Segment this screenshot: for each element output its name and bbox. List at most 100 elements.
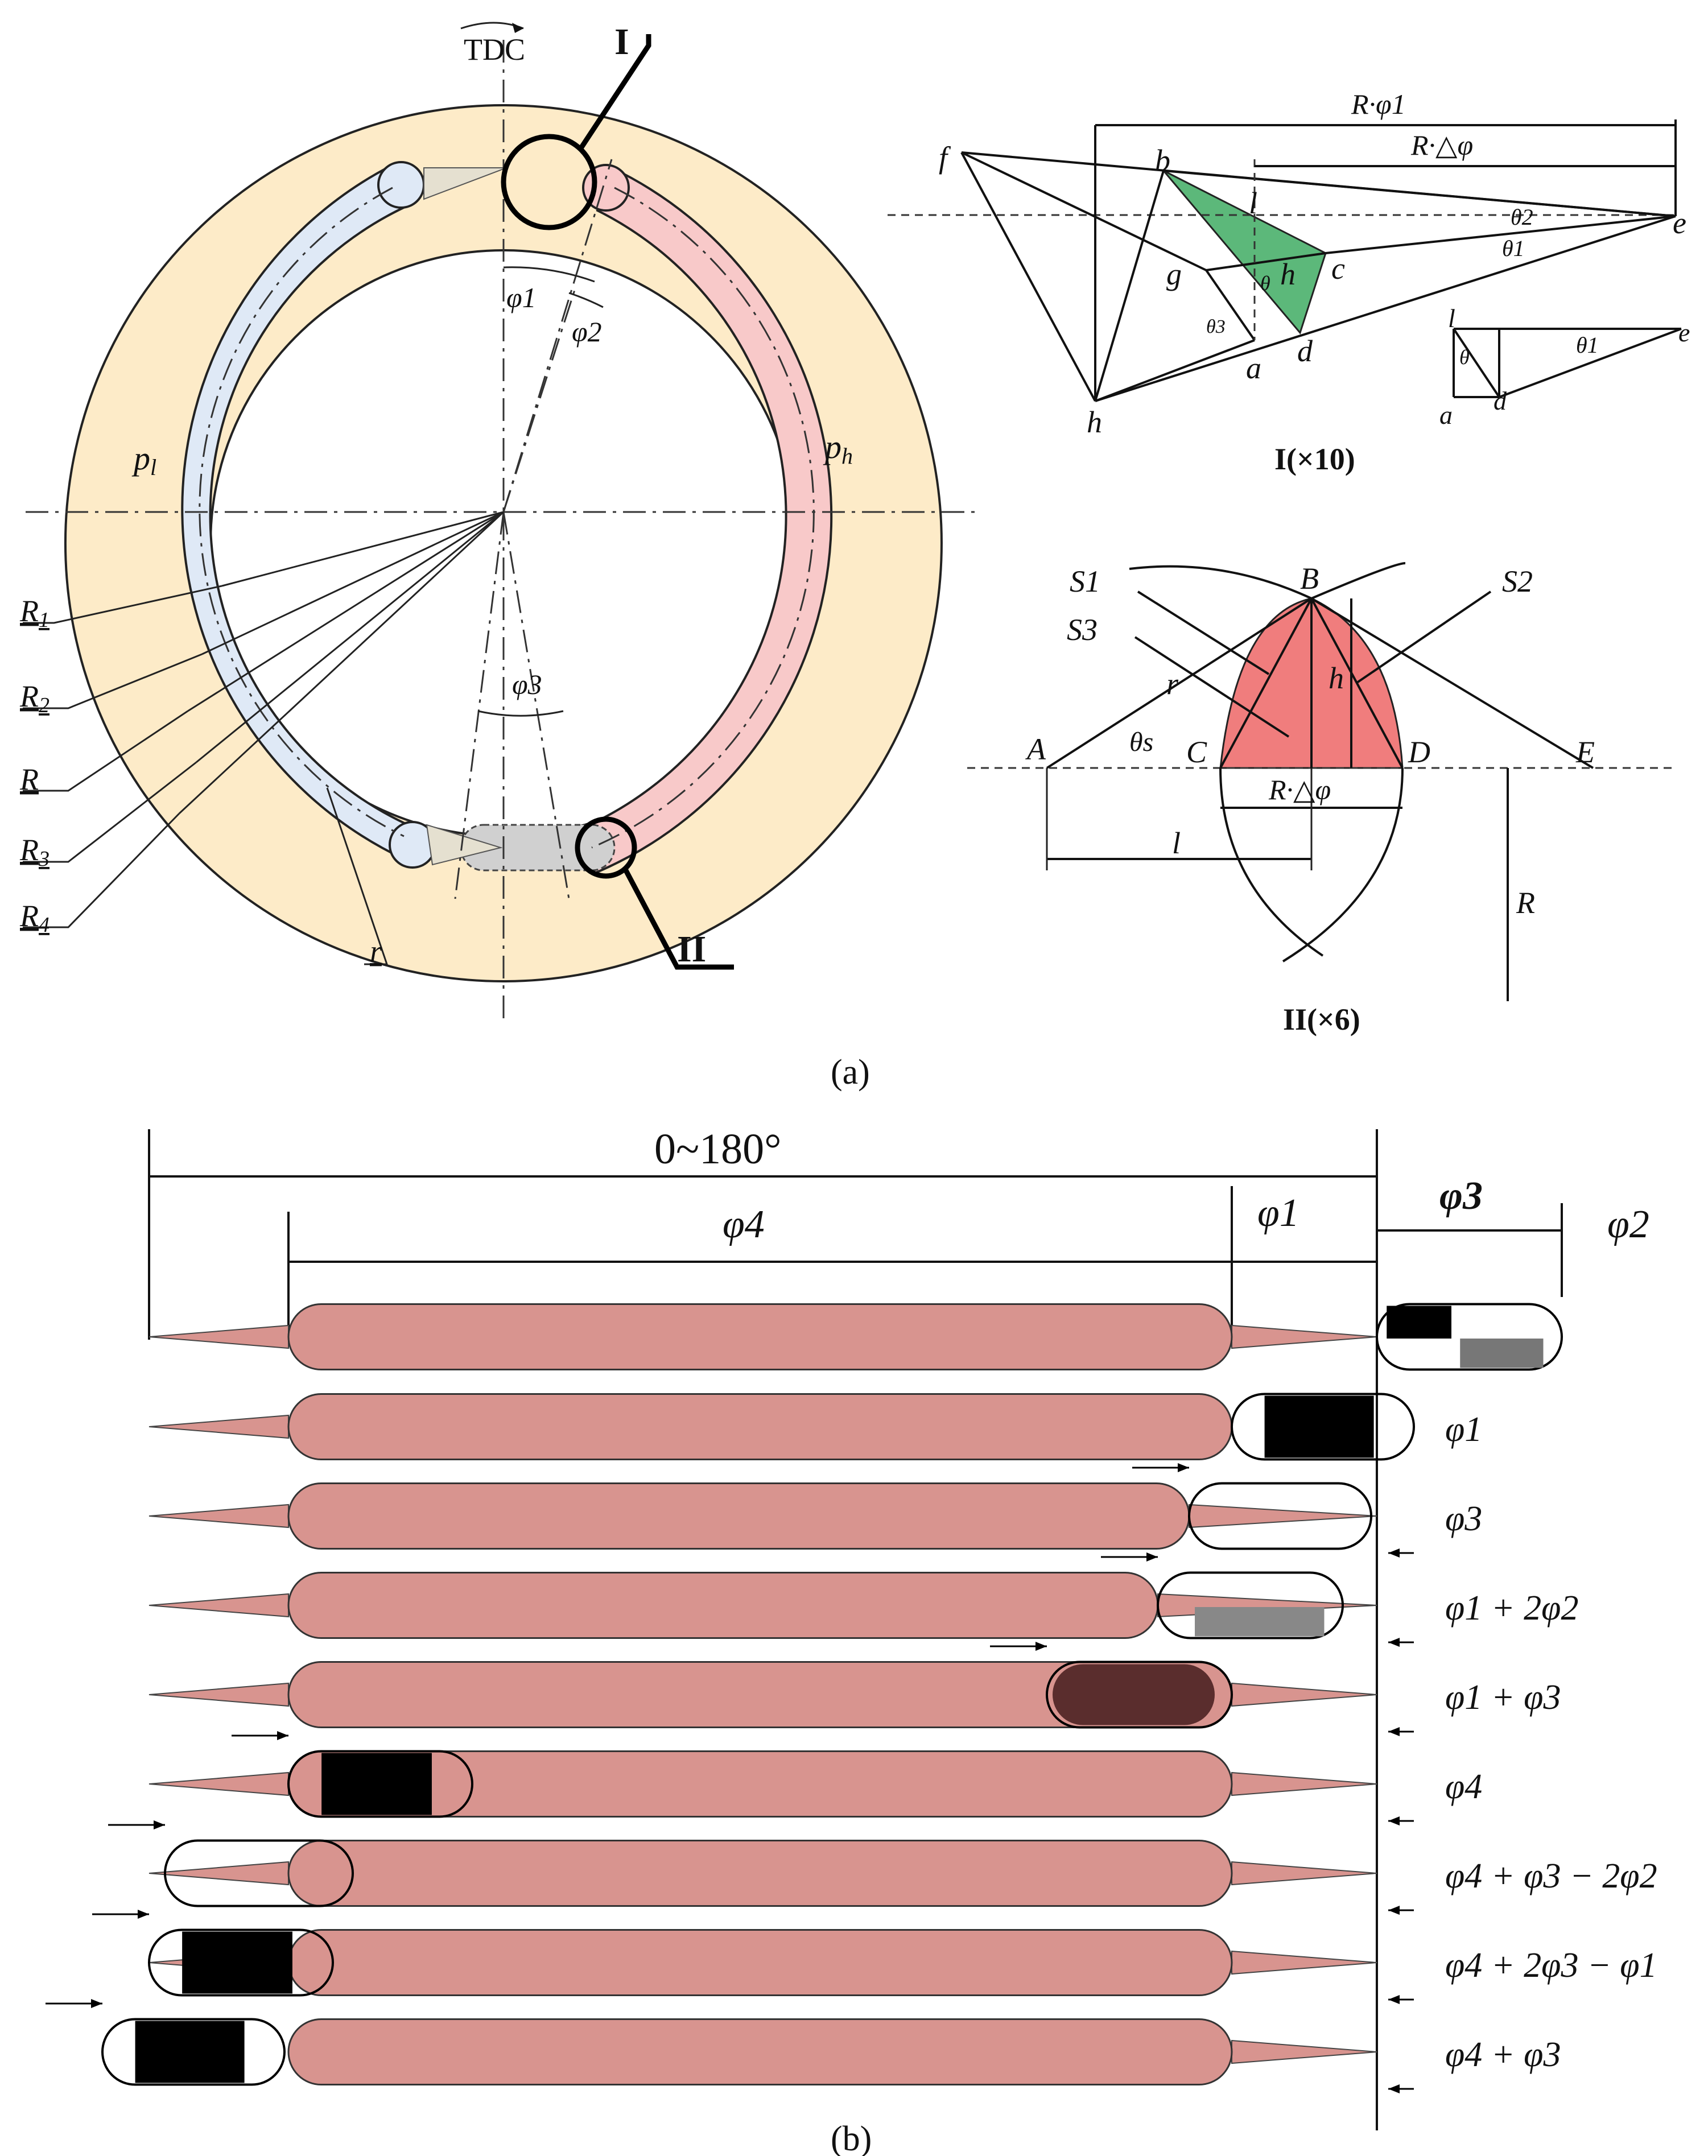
S1-leader: [1137, 590, 1270, 675]
point-label: b: [1155, 143, 1170, 177]
point-label: h: [1087, 405, 1102, 439]
phi3-arc: [477, 710, 564, 717]
angle-label: θ2: [1511, 204, 1533, 230]
detail-II-leader: [624, 869, 734, 970]
left-arrowhead: [1035, 1642, 1047, 1651]
groove-body: [287, 1840, 1233, 1907]
row-label: φ1 + 2φ2: [1445, 1589, 1578, 1628]
caption-a: (a): [831, 1053, 870, 1092]
detail-II-circle: [575, 816, 637, 879]
dim-mid-label: R·△φ: [1410, 129, 1473, 161]
groove-row: φ4: [148, 1731, 1482, 1825]
pocket-dark-fill: [1387, 1306, 1451, 1339]
radius-label: R: [19, 762, 39, 796]
phi-ref-line: [454, 511, 505, 899]
phi3-label: φ3: [512, 668, 542, 700]
pocket-outline: [148, 1928, 334, 1997]
groove-body: [287, 1482, 1190, 1550]
inset-l: l: [1448, 304, 1455, 333]
row-label: φ1 + φ3: [1445, 1678, 1561, 1717]
detail-II-label-s3: S3: [1067, 613, 1098, 647]
inset-theta: θ: [1459, 346, 1470, 369]
detail-I-green-triangle: [1162, 170, 1327, 335]
pocket-outline: [287, 1750, 473, 1818]
groove-row: [148, 1303, 1563, 1371]
pocket-shaded-fill: [1053, 1664, 1215, 1725]
ph-label: ph: [823, 428, 853, 469]
row-label: φ3: [1445, 1500, 1482, 1538]
right-arrowhead: [1388, 1906, 1400, 1915]
line-A-B: [1046, 597, 1313, 769]
phi2-label: φ2: [572, 316, 602, 348]
groove-tip-left: [148, 1771, 289, 1796]
groove-body: [287, 1303, 1233, 1370]
mid-radius-arc: [199, 187, 405, 837]
radius-line: [196, 511, 504, 763]
line-f-g: [961, 151, 1207, 271]
phi-ref-line: [502, 511, 570, 899]
pocket-outline: [1376, 1303, 1563, 1371]
line-h-a: [1095, 339, 1255, 402]
detail-II-label-b: B: [1300, 561, 1319, 596]
groove-row: φ1 + 2φ2: [148, 1552, 1578, 1647]
radius-label: R3: [19, 833, 49, 871]
pocket-outline: [1157, 1571, 1344, 1639]
line-c-e: [1325, 215, 1676, 254]
pocket-outline: [1231, 1393, 1415, 1461]
r-leader: [23, 710, 188, 792]
pocket-dark-fill: [321, 1753, 432, 1815]
detail-II-label-theta_s: θs: [1129, 727, 1153, 757]
caption-b: (b): [831, 2120, 872, 2156]
pocket-shaded-fill: [1195, 1607, 1325, 1637]
groove-row: φ1: [148, 1393, 1482, 1461]
right-arrowhead: [1388, 1816, 1400, 1825]
groove-tip-left: [148, 1414, 289, 1439]
r1-leader: [23, 585, 222, 624]
inset-theta1: θ1: [1576, 332, 1599, 358]
left-arrowhead: [1178, 1463, 1189, 1472]
wedge-tip: [423, 167, 507, 200]
line-g-c: [1206, 252, 1326, 271]
radius-label: R4: [19, 899, 49, 937]
detail-II-label-l: l: [1172, 826, 1181, 860]
detail-II-arc-right: [1282, 767, 1404, 963]
groove-tip-right: [1231, 1950, 1377, 1975]
angle-label: θ: [1260, 272, 1270, 295]
detail-II-label-a: A: [1025, 732, 1046, 766]
groove-body: [287, 1393, 1233, 1460]
groove-tip-right: [1231, 1324, 1377, 1349]
pocket-dark-fill: [135, 2021, 245, 2083]
point-label: c: [1331, 251, 1345, 286]
detail-II-arcs-top: [1129, 562, 1406, 600]
line-B-C: [1219, 598, 1313, 769]
pocket-outline: [164, 1839, 354, 1907]
inset-diag: [1453, 328, 1500, 398]
phi4-label: φ4: [723, 1203, 765, 1246]
pocket-dark-fill: [182, 1931, 292, 1994]
left-arrowhead: [138, 1910, 149, 1919]
groove-tip-left: [148, 1682, 289, 1707]
left-arrowhead: [1146, 1552, 1158, 1562]
inset-e: e: [1678, 318, 1690, 347]
groove-row: φ4 + φ3 − 2φ2: [108, 1820, 1657, 1915]
carryover-pocket: [460, 824, 616, 872]
pocket-shaded-fill: [1460, 1339, 1544, 1368]
groove-tip-right: [1231, 2039, 1377, 2064]
line-h-e: [1095, 215, 1676, 402]
mid-radius-arc: [591, 187, 815, 849]
groove-tip-right: [1231, 1682, 1377, 1707]
detail-I-leader: [578, 34, 651, 151]
groove-tip-left: [148, 1593, 289, 1618]
detail-II-label-e: E: [1575, 735, 1595, 769]
r3-leader: [23, 761, 197, 863]
right-arrowhead: [1388, 1727, 1400, 1736]
inset-d: d: [1494, 386, 1507, 415]
detail-II-arc-left: [1219, 767, 1324, 957]
